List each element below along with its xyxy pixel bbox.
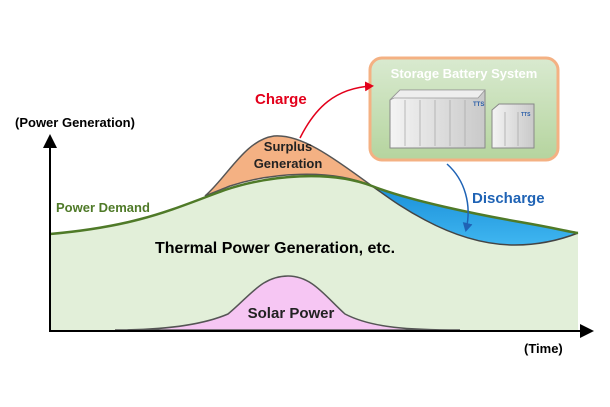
battery-cabinet-small: TTS: [491, 103, 535, 149]
solar-label: Solar Power: [248, 305, 335, 322]
x-axis-arrow: [580, 324, 594, 338]
surplus-label-line1: Surplus: [264, 139, 312, 154]
storage-battery-system: Storage Battery System TTS TTS: [368, 56, 560, 162]
x-axis-label: (Time): [524, 341, 563, 356]
storage-title: Storage Battery System: [391, 66, 538, 81]
surplus-label-line2: Generation: [254, 156, 323, 171]
charge-label: Charge: [255, 91, 307, 108]
charge-arrow: [299, 81, 374, 139]
discharge-arrow: [446, 163, 473, 232]
battery-cabinet-large: TTS: [389, 89, 486, 149]
thermal-label: Thermal Power Generation, etc.: [155, 240, 395, 257]
y-axis-arrow: [43, 134, 57, 148]
solar-area: [114, 275, 461, 331]
cabinet-badge-small: TTS: [521, 112, 531, 118]
discharge-area: [372, 186, 578, 245]
cabinet-badge-large: TTS: [473, 102, 484, 108]
y-axis-label: (Power Generation): [15, 115, 135, 130]
generation-curve-right: [371, 185, 579, 246]
power-demand-label: Power Demand: [56, 200, 150, 215]
discharge-label: Discharge: [472, 190, 545, 207]
power-demand-line: [49, 174, 579, 236]
